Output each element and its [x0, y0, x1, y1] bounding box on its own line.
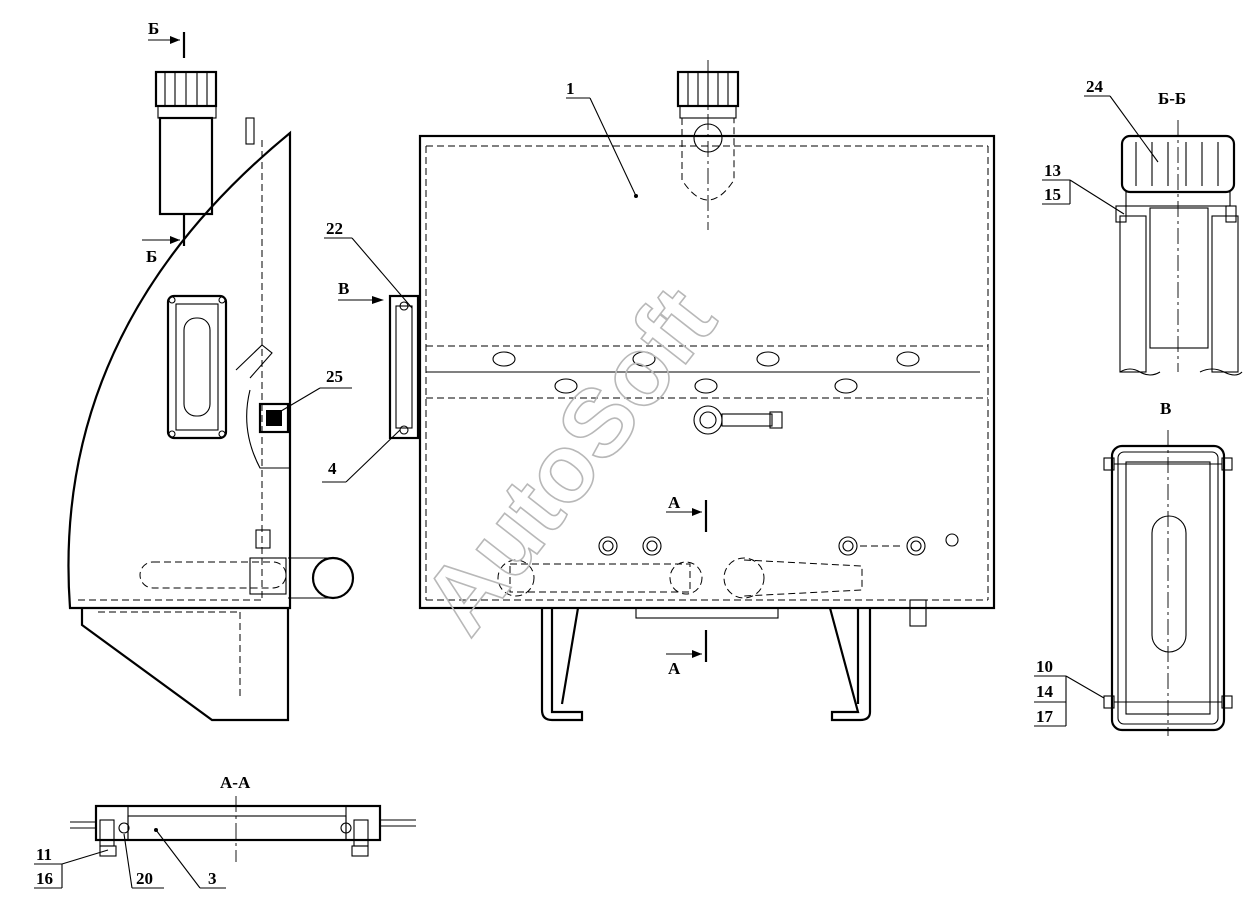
watermark: AutoSoft [402, 268, 736, 653]
callout-1: 1 [566, 79, 575, 98]
front-leg-right [828, 607, 872, 722]
callout-10: 10 [1036, 657, 1053, 676]
view-marker-v: В [338, 279, 349, 298]
front-leg-left [540, 607, 584, 722]
view-v-title: В [1160, 399, 1171, 418]
side-tank-body [67, 130, 292, 610]
callout-14: 14 [1036, 682, 1054, 701]
callout-15: 15 [1044, 185, 1061, 204]
callout-13: 13 [1044, 161, 1061, 180]
cut-marker-b-top: Б [148, 19, 159, 38]
callout-4: 4 [328, 459, 337, 478]
callout-22: 22 [326, 219, 343, 238]
side-drain-pipe [311, 556, 355, 600]
callout-11: 11 [36, 845, 52, 864]
cut-marker-a-top: А [668, 493, 681, 512]
view-v: В 10 14 17 [1034, 399, 1233, 736]
front-level-gauge [388, 294, 420, 440]
callout-25: 25 [326, 367, 343, 386]
callout-3: 3 [208, 869, 217, 888]
side-filler-neck [158, 116, 214, 216]
front-view: А А В 1 22 4 [322, 60, 996, 722]
callout-24: 24 [1086, 77, 1104, 96]
valve-25 [266, 410, 282, 426]
section-bb-title: Б-Б [1158, 89, 1186, 108]
callout-16: 16 [36, 869, 53, 888]
cut-marker-b-bottom: Б [146, 247, 157, 266]
cut-marker-a-bottom: А [668, 659, 681, 678]
section-bb: Б-Б 24 13 15 [1042, 77, 1243, 376]
section-aa: А-А 11 16 20 3 [34, 773, 416, 889]
aa-plate [94, 804, 382, 842]
side-level-gauge [166, 294, 228, 440]
side-view: Б Б 25 [67, 19, 355, 722]
callout-17: 17 [1036, 707, 1054, 726]
section-aa-title: А-А [220, 773, 251, 792]
callout-20: 20 [136, 869, 153, 888]
side-support [80, 608, 290, 722]
